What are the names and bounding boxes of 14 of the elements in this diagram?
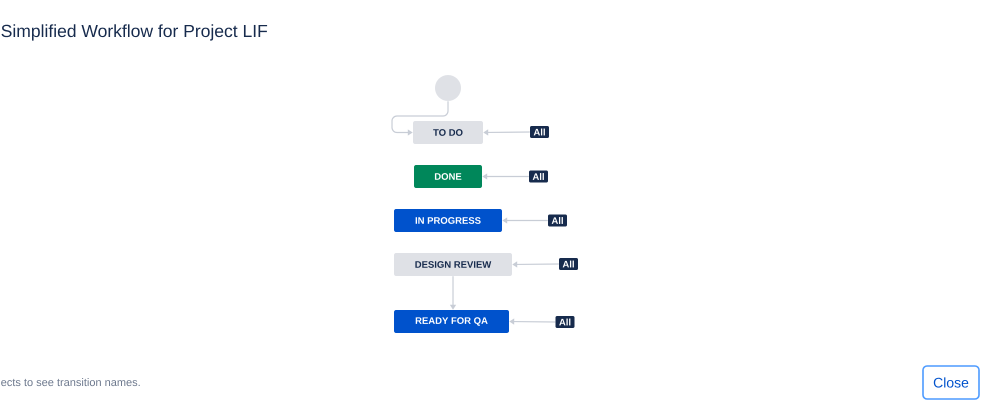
close-button: Close (922, 365, 980, 400)
status-box: IN PROGRESS (394, 209, 502, 232)
status-box: DESIGN REVIEW (394, 253, 512, 276)
badge: All (529, 170, 548, 182)
status-box: READY FOR QA (394, 310, 509, 333)
note-text: ects to see transition names. (1, 378, 140, 386)
badge: All (559, 258, 578, 270)
title: Simplified Workflow for Project LIF (2, 24, 268, 41)
start-circle (435, 75, 461, 101)
badge: All (530, 126, 549, 138)
status-box: TO DO (413, 121, 483, 144)
status-box: DONE (414, 165, 482, 188)
badge: All (556, 316, 574, 328)
badge: All (548, 214, 567, 226)
